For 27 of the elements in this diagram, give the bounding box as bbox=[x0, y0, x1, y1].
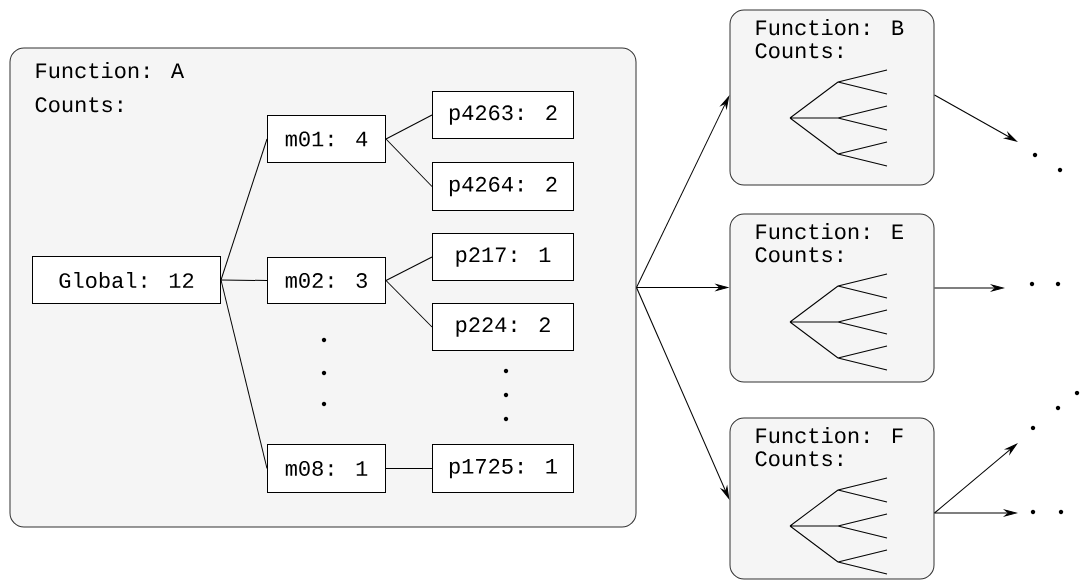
connector-line bbox=[385, 114, 433, 140]
connector-line bbox=[385, 256, 433, 281]
function-panel: Function: B Counts: bbox=[729, 9, 935, 186]
arrow bbox=[934, 284, 1004, 292]
arrow bbox=[934, 509, 1017, 517]
count-box: p224: 2 bbox=[432, 303, 574, 351]
function-panel: Function: E Counts: bbox=[729, 213, 935, 383]
count-box: m08: 1 bbox=[267, 444, 386, 493]
count-box: p1725: 1 bbox=[432, 444, 574, 493]
connector-line bbox=[220, 279, 268, 469]
connector-line bbox=[220, 138, 268, 281]
connector-line bbox=[385, 138, 433, 187]
count-box: m02: 3 bbox=[267, 257, 386, 304]
count-box: p4263: 2 bbox=[432, 91, 574, 139]
connector-line bbox=[385, 468, 433, 469]
connector-line bbox=[220, 279, 268, 281]
count-box: p217: 1 bbox=[432, 233, 574, 281]
function-panel: Function: F Counts: bbox=[729, 417, 935, 580]
count-box: p4264: 2 bbox=[432, 162, 574, 211]
arrow bbox=[636, 284, 729, 291]
connector-line bbox=[385, 280, 433, 328]
arrow bbox=[934, 443, 1017, 514]
arrow bbox=[636, 96, 730, 288]
arrow bbox=[636, 287, 730, 499]
arrow bbox=[934, 94, 1017, 142]
count-box: Global: 12 bbox=[32, 256, 221, 304]
count-box: m01: 4 bbox=[267, 115, 386, 163]
